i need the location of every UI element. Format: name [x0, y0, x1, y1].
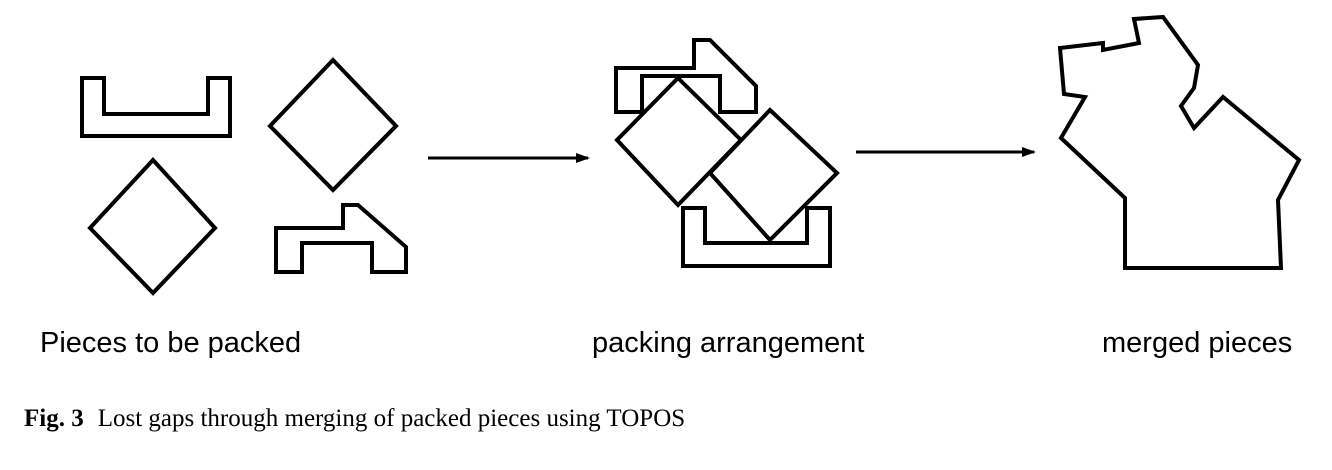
- arrangement-label: packing arrangement: [592, 327, 865, 359]
- diamond-piece-top: [267, 57, 399, 193]
- pieces-group: [80, 57, 408, 296]
- arranged-step-piece: [614, 38, 758, 114]
- caption-text: Lost gaps through merging of packed piec…: [97, 405, 686, 432]
- arranged-diamond-left: [614, 75, 744, 208]
- figure-number: Fig. 3: [24, 405, 84, 432]
- arranged-diamond-right: [707, 107, 840, 243]
- figure-caption: Fig. 3 Lost gaps through merging of packe…: [24, 405, 685, 433]
- pieces-label: Pieces to be packed: [40, 327, 302, 359]
- arrangement-group: [614, 38, 840, 268]
- packing-diagram: [80, 14, 1302, 296]
- diamond-piece-bottom: [87, 157, 218, 296]
- arranged-u-piece: [681, 206, 832, 268]
- step-piece: [274, 203, 408, 274]
- u-piece: [80, 76, 232, 138]
- merged-label: merged pieces: [1102, 327, 1293, 359]
- merged-piece-outline: [1057, 14, 1302, 270]
